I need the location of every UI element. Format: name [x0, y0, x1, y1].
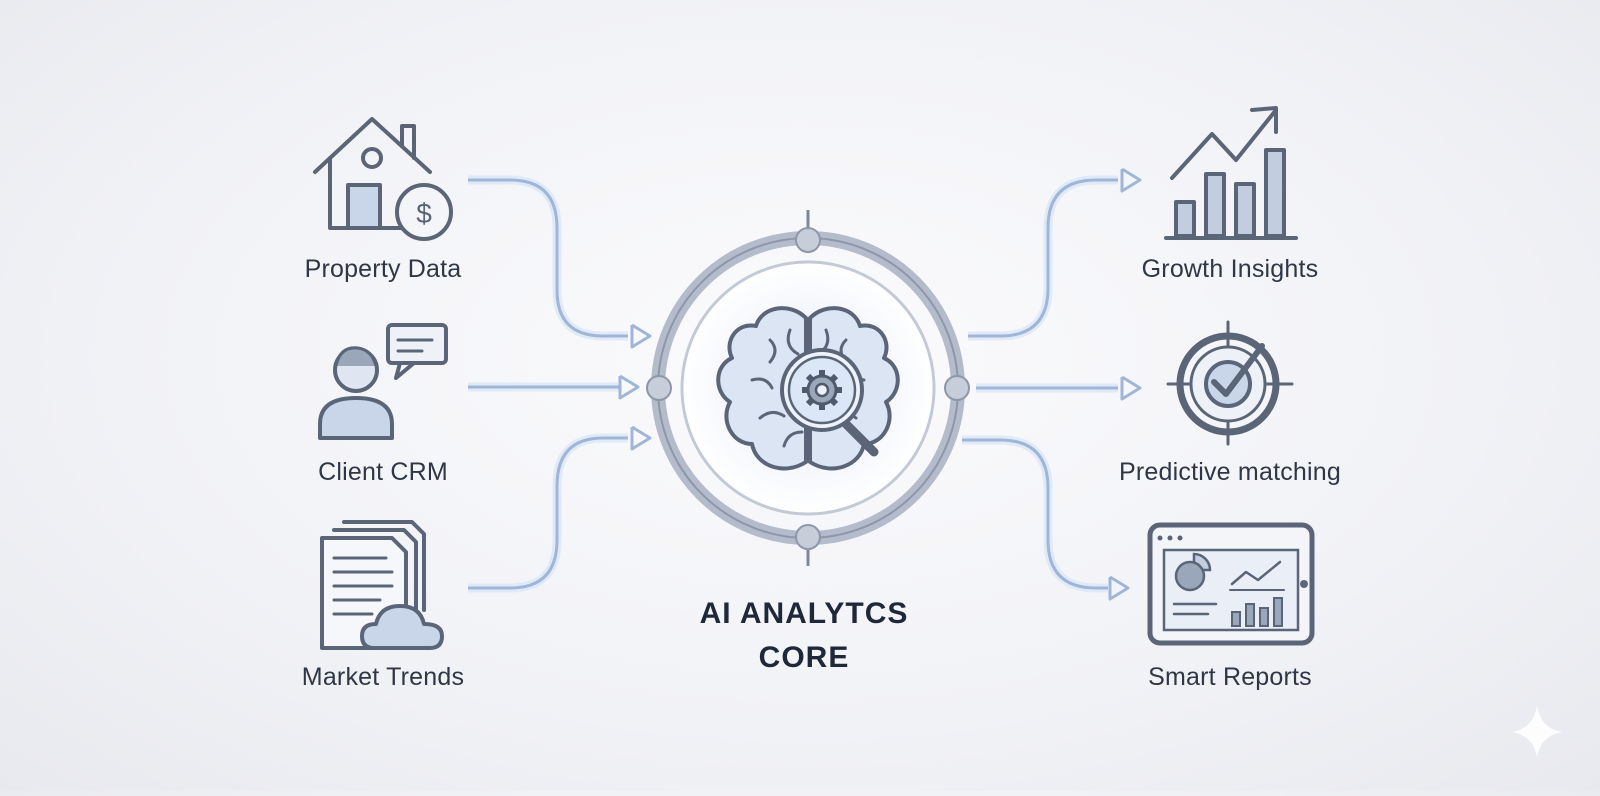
arrowhead [1108, 575, 1130, 601]
output-label-growth-insights: Growth Insights [1141, 255, 1319, 283]
input-label-client-crm: Client CRM [318, 458, 448, 486]
output-label-smart-reports: Smart Reports [1148, 663, 1312, 691]
client-chat-icon [318, 323, 448, 440]
output-connectors [962, 167, 1142, 601]
arrowhead [1120, 375, 1142, 401]
target-check-icon [1166, 320, 1294, 446]
connector-property-data [468, 178, 628, 338]
input-connectors [468, 175, 652, 593]
input-label-property-data: Property Data [304, 255, 462, 283]
documents-cloud-icon [320, 520, 444, 650]
brain-magnifier-gear-icon [716, 306, 900, 471]
arrowhead [630, 323, 652, 349]
house-dollar-icon: $ [313, 117, 453, 241]
core-title-line2: CORE [758, 641, 850, 674]
growth-chart-icon [1164, 106, 1298, 240]
connector-market-trends [468, 436, 628, 590]
arrowhead [1120, 167, 1142, 193]
tablet-report-icon [1147, 522, 1315, 646]
connector-smart-reports [962, 438, 1108, 590]
arrowhead [618, 374, 640, 400]
svg-text:$: $ [416, 198, 432, 229]
core-title-line1: AI ANALYTCS [699, 597, 909, 630]
connector-growth-insights [968, 178, 1118, 338]
arrowhead [630, 425, 652, 451]
output-label-predictive-matching: Predictive matching [1119, 458, 1341, 486]
core-title: AI ANALYTCS CORE [700, 592, 909, 680]
sparkle-icon [1512, 705, 1562, 758]
input-label-market-trends: Market Trends [301, 663, 465, 691]
